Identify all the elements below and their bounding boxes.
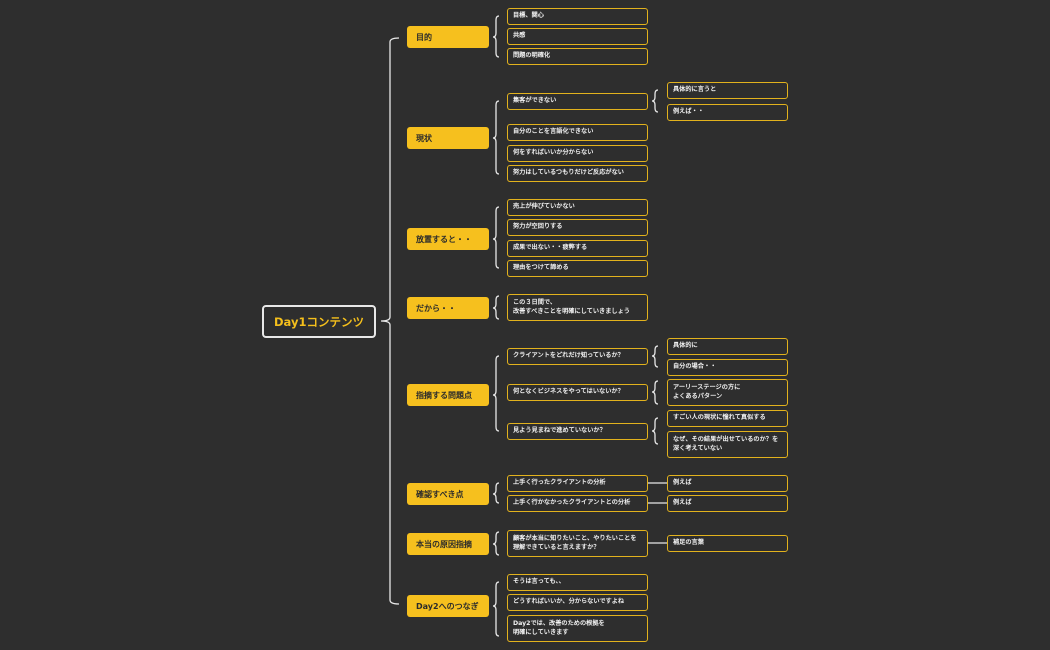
topic-node[interactable]: 上手く行かなかったクライアントとの分析 — [507, 495, 648, 512]
topic-node[interactable]: 成果で出ない・・疲弊する — [507, 240, 648, 257]
topic-node[interactable]: 集客ができない — [507, 93, 648, 110]
subtopic-node[interactable]: アーリーステージの方に よくあるパターン — [667, 379, 788, 406]
brace-connector — [492, 581, 500, 637]
branch-purpose[interactable]: 目的 — [407, 26, 489, 48]
topic-node[interactable]: そうは言っても、、 — [507, 574, 648, 591]
subtopic-node[interactable]: 具体的に — [667, 338, 788, 355]
branch-problems[interactable]: 指摘する問題点 — [407, 384, 489, 406]
topic-node[interactable]: 努力はしているつもりだけど反応がない — [507, 165, 648, 182]
branch-bridge-day2[interactable]: Day2へのつなぎ — [407, 595, 489, 617]
brace-connector — [492, 15, 500, 58]
topic-node[interactable]: 売上が伸びていかない — [507, 199, 648, 216]
topic-node[interactable]: 自分のことを言語化できない — [507, 124, 648, 141]
brace-connector — [651, 417, 659, 445]
brace-connector — [651, 89, 659, 113]
subtopic-node[interactable]: 具体的に言うと — [667, 82, 788, 99]
subtopic-node[interactable]: なぜ、その結果が出せているのか？を 深く考えていない — [667, 431, 788, 458]
brace-connector — [380, 37, 400, 605]
mindmap-root[interactable]: Day1コンテンツ — [262, 305, 376, 338]
subtopic-node[interactable]: 例えば — [667, 495, 788, 512]
topic-node[interactable]: 目標、関心 — [507, 8, 648, 25]
topic-node[interactable]: 理由をつけて諦める — [507, 260, 648, 277]
brace-connector — [492, 295, 500, 320]
topic-node[interactable]: 見よう見まねで進めていないか？ — [507, 423, 648, 440]
branch-therefore[interactable]: だから・・ — [407, 297, 489, 319]
subtopic-node[interactable]: 例えば・・ — [667, 104, 788, 121]
topic-node[interactable]: 問題の明確化 — [507, 48, 648, 65]
branch-current-state[interactable]: 現状 — [407, 127, 489, 149]
topic-node[interactable]: 上手く行ったクライアントの分析 — [507, 475, 648, 492]
brace-connector — [492, 531, 500, 556]
branch-check-points[interactable]: 確認すべき点 — [407, 483, 489, 505]
branch-if-neglected[interactable]: 放置すると・・ — [407, 228, 489, 250]
brace-connector — [492, 355, 500, 432]
subtopic-node[interactable]: 補足の言葉 — [667, 535, 788, 552]
topic-node[interactable]: 何をすればいいか分からない — [507, 145, 648, 162]
topic-node[interactable]: 何となくビジネスをやってはいないか？ — [507, 384, 648, 401]
branch-root-cause[interactable]: 本当の原因指摘 — [407, 533, 489, 555]
topic-node[interactable]: この３日間で、 改善すべきことを明確にしていきましょう — [507, 294, 648, 321]
brace-connector — [651, 345, 659, 368]
topic-node[interactable]: 努力が空回りする — [507, 219, 648, 236]
topic-node[interactable]: 共感 — [507, 28, 648, 45]
subtopic-node[interactable]: 自分の場合・・ — [667, 359, 788, 376]
topic-node[interactable]: Day2では、改善のための根拠を 明確にしていきます — [507, 615, 648, 642]
brace-connector — [492, 206, 500, 269]
subtopic-node[interactable]: 例えば — [667, 475, 788, 492]
topic-node[interactable]: 顧客が本当に知りたいこと、やりたいことを 理解できていると言えますか？ — [507, 530, 648, 557]
brace-connector — [492, 100, 500, 175]
topic-node[interactable]: クライアントをどれだけ知っているか？ — [507, 348, 648, 365]
subtopic-node[interactable]: すごい人の現状に憧れて真似する — [667, 410, 788, 427]
brace-connector — [651, 380, 659, 405]
brace-connector — [492, 482, 500, 504]
topic-node[interactable]: どうすればいいか、分からないですよね — [507, 594, 648, 611]
